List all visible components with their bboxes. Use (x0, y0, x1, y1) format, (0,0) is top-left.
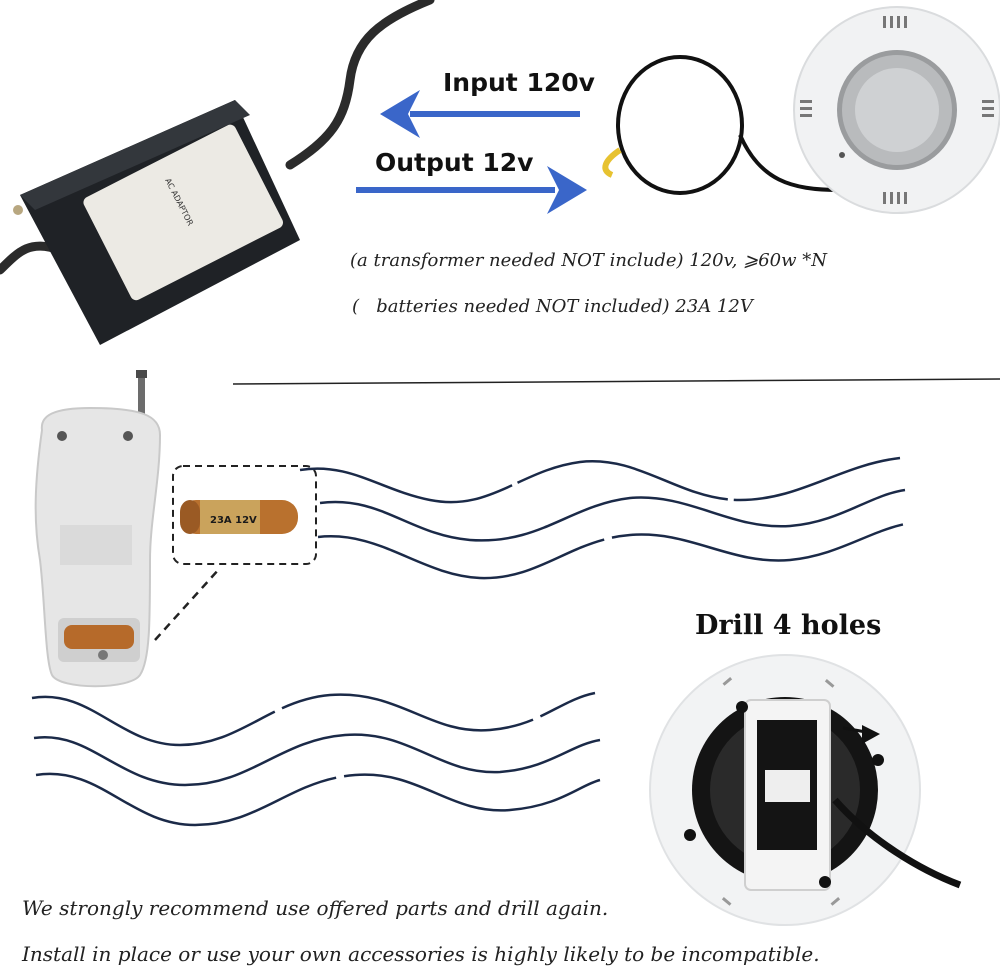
drill-heading: Drill 4 holes (695, 610, 882, 641)
transformer-input-cable (285, 0, 435, 170)
output-arrow (356, 166, 587, 214)
footer-recommend: We strongly recommend use offered parts … (22, 896, 609, 920)
input-label: Input 120v (443, 68, 595, 97)
input-arrow (380, 90, 580, 138)
transformer-icon: AC ADAPTOR (13, 100, 300, 345)
battery-callout-leader (154, 567, 221, 641)
battery-callout-frame (172, 465, 317, 565)
pool-light-back-icon (649, 654, 962, 926)
section-divider (232, 378, 1000, 385)
battery-note: ( batteries needed NOT included) 23A 12V (352, 296, 753, 317)
battery-label: 23A 12V (210, 515, 257, 526)
transformer-note: (a transformer needed NOT include) 120v,… (350, 250, 827, 271)
pool-light-front-icon (793, 6, 1000, 214)
signal-waves-upper (299, 456, 911, 580)
footer-warning: Install in place or use your own accesso… (22, 942, 820, 966)
battery-23a-icon (180, 500, 298, 534)
output-label: Output 12v (375, 148, 534, 177)
pool-light-cable-coil (602, 55, 841, 195)
signal-waves-lower (31, 691, 601, 827)
remote-control-icon (34, 370, 162, 688)
